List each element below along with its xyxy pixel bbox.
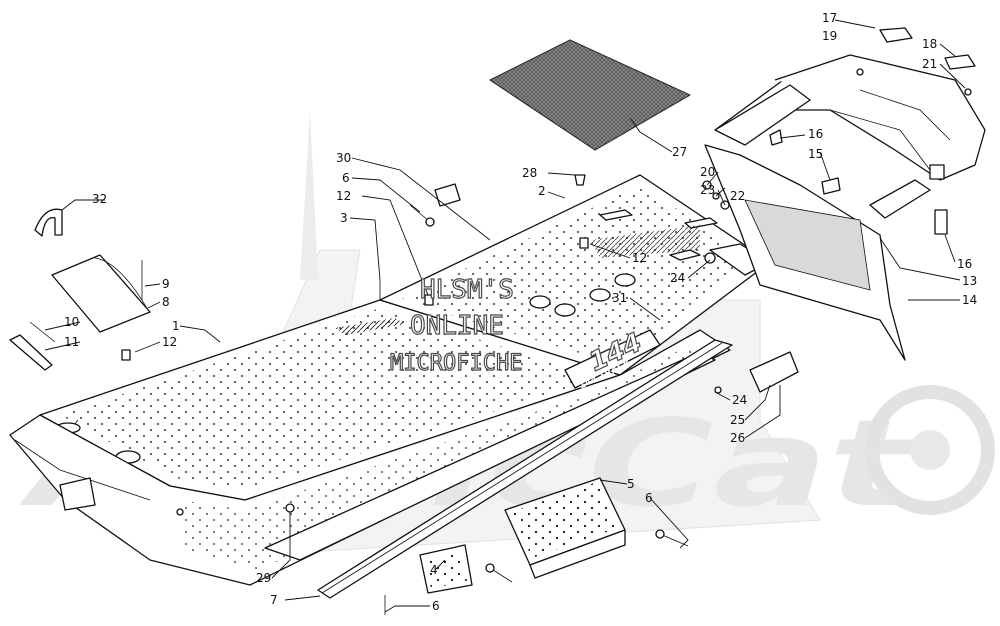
callout-31: 31 <box>612 291 627 305</box>
callout-25: 25 <box>730 413 745 427</box>
watermark-line-3: MICROFICHE <box>390 351 522 376</box>
end-caps <box>879 27 976 70</box>
callout-15: 15 <box>808 147 823 161</box>
callout-4: 4 <box>430 563 438 577</box>
callout-27: 27 <box>672 145 687 159</box>
mount-bracket <box>51 254 151 333</box>
callout-6: 6 <box>342 171 350 185</box>
running-board-trim <box>317 339 733 599</box>
callout-3: 3 <box>340 211 348 225</box>
callout-17: 17 <box>822 11 837 25</box>
callout-1: 1 <box>172 319 180 333</box>
callout-20: 20 <box>700 165 715 179</box>
callouts: 32 30 6 12 3 2 28 27 17 19 18 21 16 15 2… <box>64 11 977 613</box>
callout-23: 23 <box>700 183 715 197</box>
strip-part <box>9 334 53 371</box>
callout-19: 19 <box>822 29 837 43</box>
callout-13: 13 <box>962 274 977 288</box>
callout-7: 7 <box>270 593 278 607</box>
rear-bumper <box>714 54 986 235</box>
side-pad <box>749 351 799 393</box>
callout-11: 11 <box>64 335 79 349</box>
callout-12: 12 <box>632 251 647 265</box>
watermark-text: HLSM'S ONLINE MICROFICHE <box>389 274 523 376</box>
callout-22: 22 <box>730 189 745 203</box>
callout-29: 29 <box>256 571 271 585</box>
watermark-line-2: ONLINE <box>410 311 504 341</box>
handle-part <box>34 208 63 237</box>
callout-2: 2 <box>538 184 546 198</box>
plate-part <box>419 544 473 594</box>
callout-9: 9 <box>162 277 170 291</box>
callout-6: 6 <box>432 599 440 613</box>
callout-12: 12 <box>336 189 351 203</box>
rear-flap <box>704 144 906 361</box>
mesh-pad <box>489 39 691 151</box>
callout-18: 18 <box>922 37 937 51</box>
callout-32: 32 <box>92 192 107 206</box>
callout-12: 12 <box>162 335 177 349</box>
callout-8: 8 <box>162 295 170 309</box>
leader-lines <box>44 19 966 613</box>
label-part <box>434 183 461 207</box>
callout-26: 26 <box>730 431 745 445</box>
callout-5: 5 <box>627 477 635 491</box>
tunnel-side-panel <box>9 329 731 586</box>
callout-24: 24 <box>732 393 747 407</box>
callout-16: 16 <box>808 127 823 141</box>
watermark-line-1: HLSM'S <box>420 275 514 305</box>
footrest-bracket <box>504 477 626 579</box>
callout-16: 16 <box>957 257 972 271</box>
callout-21: 21 <box>922 57 937 71</box>
tunnel-top-rear <box>379 174 771 376</box>
callout-14: 14 <box>962 293 977 307</box>
callout-30: 30 <box>336 151 351 165</box>
callout-10: 10 <box>64 315 79 329</box>
callout-24: 24 <box>670 271 685 285</box>
callout-28: 28 <box>522 166 537 180</box>
callout-6: 6 <box>645 491 653 505</box>
